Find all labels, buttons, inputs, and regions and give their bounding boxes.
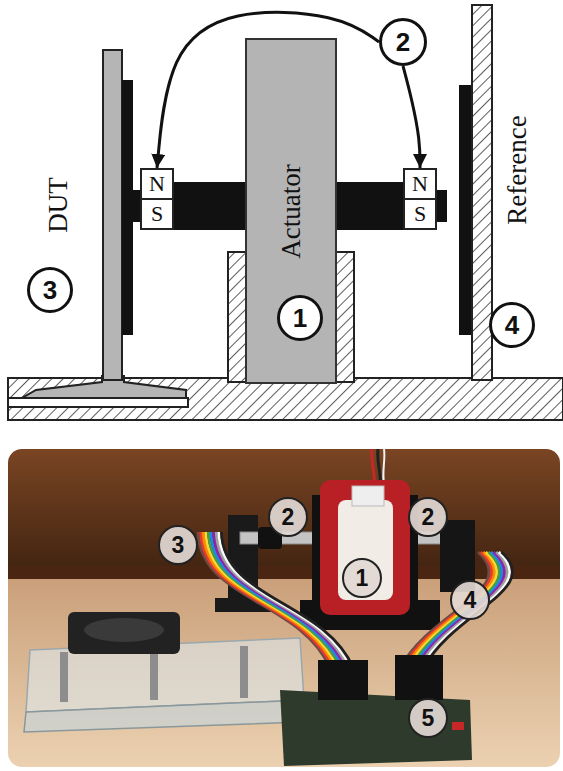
pole-label: N bbox=[149, 173, 165, 195]
callout-label: 2 bbox=[396, 29, 410, 55]
callout-number: 4 bbox=[489, 302, 535, 348]
pin-header bbox=[395, 655, 443, 700]
photo-wall bbox=[8, 449, 560, 579]
ribbon-cable bbox=[219, 532, 351, 668]
pole-label: N bbox=[412, 173, 428, 195]
sensor-nub bbox=[437, 190, 447, 222]
callout-label: 4 bbox=[505, 312, 519, 338]
actuator-connector bbox=[352, 486, 384, 506]
ribbon-cable bbox=[423, 552, 512, 668]
pole-label: S bbox=[414, 203, 426, 225]
standoff bbox=[150, 650, 158, 700]
photo-group bbox=[8, 449, 560, 767]
magnet-arm bbox=[174, 182, 247, 230]
sensor-pad bbox=[459, 85, 472, 335]
actuator-coil bbox=[338, 500, 393, 600]
callout-number: 1 bbox=[342, 558, 382, 598]
motor-block bbox=[68, 612, 180, 654]
slide-slot bbox=[8, 398, 188, 407]
callout-label: 4 bbox=[464, 589, 477, 612]
callout-number: 1 bbox=[277, 295, 323, 341]
photo-ledge bbox=[8, 566, 560, 580]
motor-face bbox=[84, 618, 164, 642]
actuator-body: Actuator 1 bbox=[245, 38, 337, 384]
callout-number: 3 bbox=[27, 267, 73, 313]
part-label: DUT bbox=[43, 177, 74, 233]
magnet-pole: N bbox=[140, 168, 174, 200]
board-part bbox=[452, 722, 464, 730]
part-label: Reference bbox=[502, 115, 533, 224]
callout-number: 5 bbox=[408, 698, 448, 738]
circuit-board bbox=[280, 690, 472, 766]
callout-number: 2 bbox=[379, 18, 427, 66]
dut-plate bbox=[103, 50, 122, 380]
magnet-arm bbox=[335, 182, 405, 230]
magnet-pole: S bbox=[403, 198, 437, 230]
acrylic-plate bbox=[24, 700, 306, 732]
ribbon-cable bbox=[221, 532, 353, 668]
actuator-housing bbox=[320, 480, 410, 615]
magnet-pole: N bbox=[403, 168, 437, 200]
callout-label: 5 bbox=[422, 707, 435, 730]
callout-label: 3 bbox=[172, 534, 185, 557]
pole-label: S bbox=[151, 203, 163, 225]
pin-header bbox=[318, 660, 368, 700]
ribbon-cable bbox=[216, 532, 348, 668]
standoff bbox=[60, 652, 68, 702]
sensor-pad bbox=[122, 80, 133, 335]
actuator-label: Actuator bbox=[278, 164, 305, 258]
callout-label: 1 bbox=[356, 567, 369, 590]
callout-number: 4 bbox=[450, 580, 490, 620]
callout-number: 2 bbox=[408, 497, 448, 537]
standoff bbox=[240, 646, 248, 698]
callout-label: 2 bbox=[422, 506, 435, 529]
callout-label: 3 bbox=[43, 277, 57, 303]
callout-label: 1 bbox=[293, 305, 307, 331]
callout-number: 3 bbox=[158, 525, 198, 565]
leader-arrow bbox=[403, 66, 420, 168]
magnet-pole: S bbox=[140, 198, 174, 230]
callout-label: 2 bbox=[282, 506, 295, 529]
callout-number: 2 bbox=[268, 497, 308, 537]
